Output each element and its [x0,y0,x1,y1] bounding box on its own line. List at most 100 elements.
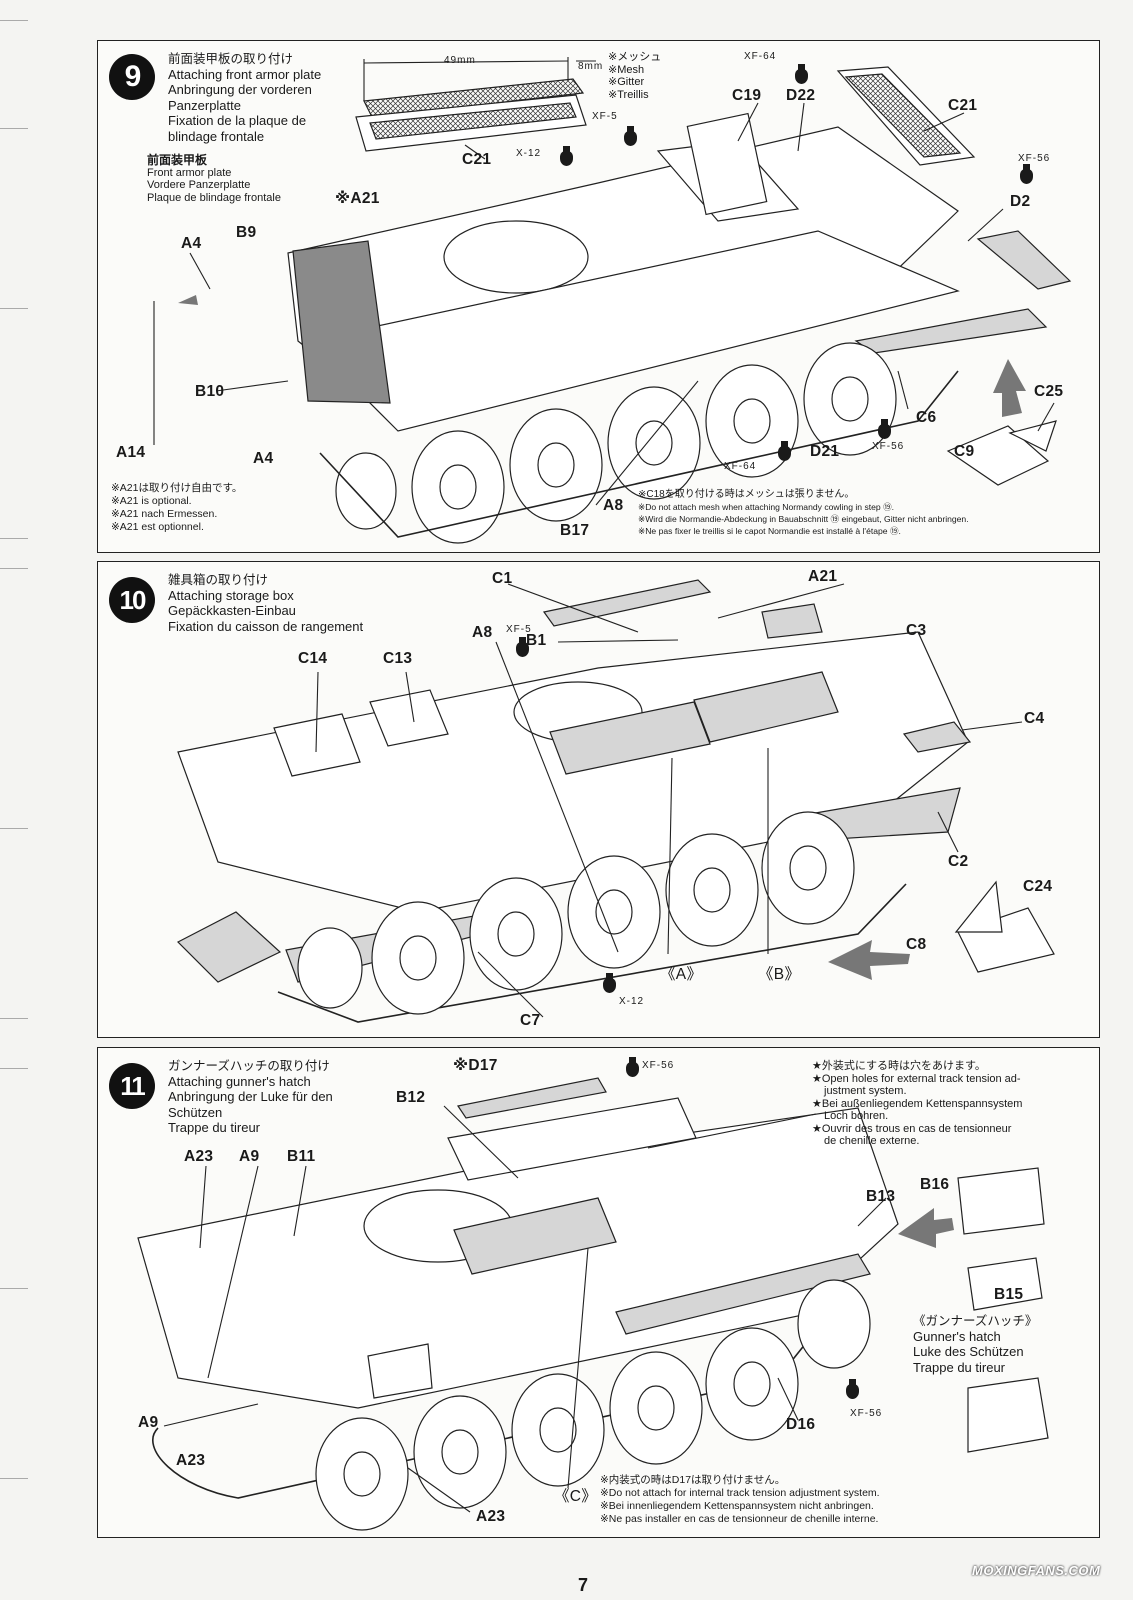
paint-callout: XF-5 [592,111,618,122]
int-de: ※Bei innenliegendem Kettenspannsystem ni… [600,1500,874,1512]
ext-jp: ★外装式にする時は穴をあけます。 [812,1060,986,1072]
part-label: B15 [994,1286,1024,1303]
paint-callout: X-12 [619,996,645,1007]
mesh-jp: ※メッシュ [608,51,662,63]
part-label: A9 [138,1414,159,1431]
part-label: 《C》 [554,1488,598,1505]
c18-mesh-note: ※C18を取り付ける時はメッシュは張りません。 ※Do not attach m… [638,489,969,537]
part-label: A4 [181,235,202,252]
part-label: B10 [195,383,225,400]
part-label: B9 [236,224,257,241]
optional-en: ※A21 is optional. [111,495,192,507]
part-label: C7 [520,1012,541,1029]
paint-drop-icon [846,1379,859,1399]
step-10-drawing [176,579,1055,1023]
paint-drop-icon [516,637,529,657]
part-label: C2 [948,853,969,870]
title-fr-2: blindage frontale [168,128,265,144]
hull-step9 [287,112,1072,486]
step-9-panel: 9 前面装甲板の取り付け Attaching front armor plate… [97,40,1100,553]
paint-drop-icon [560,146,573,166]
part-label: A8 [472,624,493,641]
paint-drop-icon [603,973,616,993]
step-10-title: 雑具箱の取り付け Attaching storage box Gepäckkas… [168,572,363,634]
part-label: C9 [954,443,975,460]
mesh-en: ※Mesh [608,63,645,76]
int-en: ※Do not attach for internal track tensio… [600,1487,880,1499]
part-label: A4 [253,450,274,467]
title-de-1: Anbringung der Luke für den [168,1089,333,1104]
title-de-2: Panzerplatte [168,97,241,113]
int-fr: ※Ne pas installer en cas de tensionneur … [600,1513,879,1525]
paint-callout: XF-56 [1018,153,1051,164]
part-label: C19 [732,87,762,104]
step-11-number: 11 [109,1063,155,1109]
hatch-jp: 《ガンナーズハッチ》 [913,1313,1038,1328]
view-arrow-step11 [898,1208,954,1248]
step-9-number: 9 [109,54,155,100]
mesh-c21 [355,57,596,152]
part-label: C13 [383,650,413,667]
c18-en: ※Do not attach mesh when attaching Norma… [638,502,895,512]
title-en: Attaching front armor plate [168,66,322,82]
leader-lines-step11 [163,1105,887,1513]
step-9-drawing [153,57,1072,544]
hull-step11 [137,1077,1049,1499]
paint-callout: XF-5 [506,624,532,635]
part-label: B11 [287,1148,316,1165]
part-label: D21 [810,443,840,460]
ext-de-2: Loch bohren. [824,1110,889,1122]
dim-width: 49mm [444,55,476,66]
part-label: A23 [184,1148,214,1165]
watermark: MOXINGFANS.COM [972,1563,1101,1578]
part-label: A8 [603,497,624,514]
part-label: A23 [176,1452,206,1469]
mesh-note: ※メッシュ ※Mesh ※Gitter ※Treillis [608,51,661,101]
view-arrow-step10 [828,940,910,980]
paint-drop-icon [624,126,637,146]
sub-en: Front armor plate [147,166,232,179]
title-de-1: Anbringung der vorderen [168,82,312,97]
title-jp: 前面装甲板の取り付け [168,51,294,66]
int-jp: ※内装式の時はD17は取り付けません。 [600,1474,786,1486]
paint-callout: XF-64 [744,51,777,62]
part-label: A23 [476,1508,506,1525]
road-wheels-step11 [315,1279,871,1531]
optional-de: ※A21 nach Ermessen. [111,508,218,520]
title-jp: ガンナーズハッチの取り付け [168,1058,330,1073]
external-tension-note: ★外装式にする時は穴をあけます。 ★Open holes for externa… [812,1060,1022,1148]
paint-drop-icon [795,64,808,84]
paint-callout: XF-56 [872,441,905,452]
part-label: C4 [1024,710,1045,727]
title-fr: Trappe du tireur [168,1120,261,1135]
paint-drop-icon [778,441,791,461]
part-label: A14 [116,444,146,461]
step-11-drawing [137,1077,1049,1531]
part-label: C21 [948,97,978,114]
part-label: C24 [1023,878,1053,895]
ext-fr-1: ★Ouvrir des trous en cas de tensionneur [812,1122,1012,1135]
ext-en-1: ★Open holes for external track tension a… [812,1072,1021,1085]
part-label: B13 [866,1188,896,1205]
title-fr: Fixation du caisson de rangement [168,618,364,634]
part-label: C6 [916,409,937,426]
front-plate-caption: 前面装甲板 Front armor plate Vordere Panzerpl… [147,154,281,204]
part-label: D2 [1010,193,1031,210]
c18-de: ※Wird die Normandie-Abdeckung in Bauabsc… [638,514,969,524]
part-label: C14 [298,650,328,667]
part-label: C25 [1034,383,1064,400]
c18-fr: ※Ne pas fixer le treillis si le capot No… [638,526,901,536]
part-label: C21 [462,151,492,168]
part-label: A21 [808,568,838,585]
part-label: ※A21 [335,190,380,207]
road-wheels-step10 [297,811,855,1015]
paint-callout: XF-56 [850,1408,883,1419]
part-label: 《A》 [660,966,703,983]
part-label: A9 [239,1148,260,1165]
step-11-panel: 11 ガンナーズハッチの取り付け Attaching gunner's hatc… [97,1047,1100,1538]
a21-optional-note: ※A21は取り付け自由です。 ※A21 is optional. ※A21 na… [111,482,242,534]
mesh-fr: ※Treillis [608,88,649,101]
paint-drop-icon [878,419,891,439]
part-label: C8 [906,936,927,953]
title-jp: 雑具箱の取り付け [168,572,269,587]
